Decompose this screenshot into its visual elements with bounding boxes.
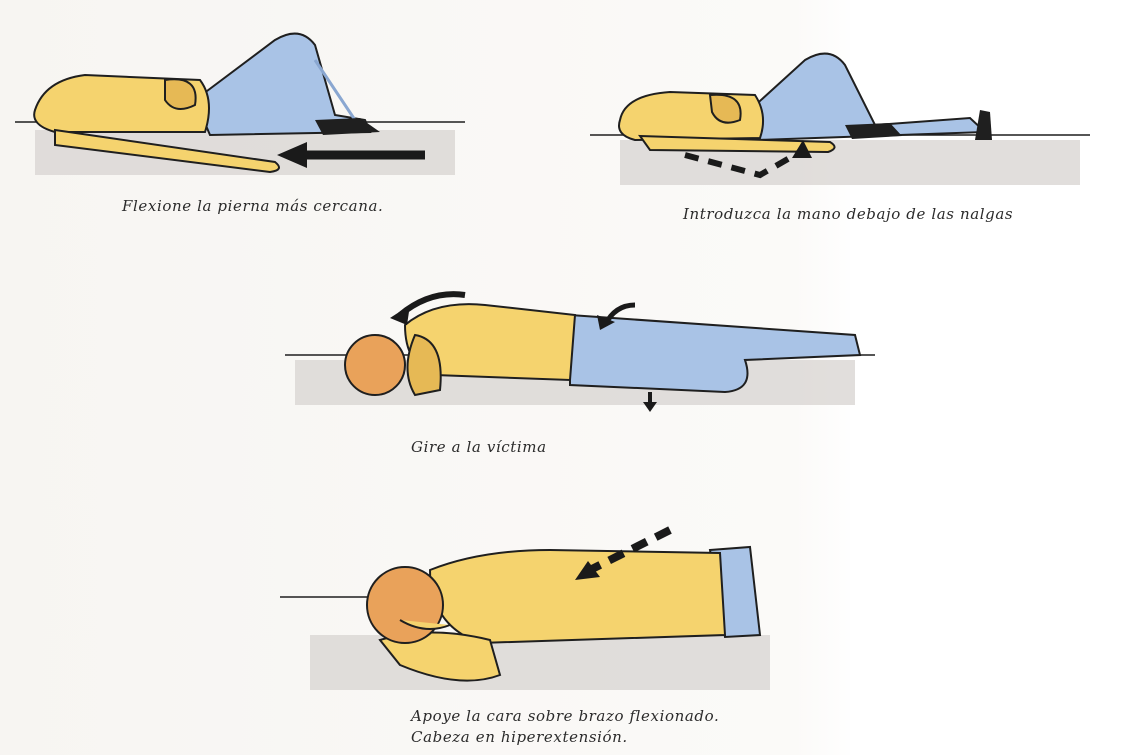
shoe-far bbox=[975, 110, 992, 140]
caption-step-4-line2: Cabeza en hiperextensión. bbox=[411, 728, 628, 746]
shoe bbox=[315, 118, 380, 135]
illustration-step-3 bbox=[285, 280, 885, 420]
caption-step-1: Flexione la pierna más cercana. bbox=[122, 197, 383, 215]
ground-shadow bbox=[310, 635, 770, 690]
caption-step-2: Introduzca la mano debajo de las nalgas bbox=[683, 205, 1013, 223]
illustration-step-2 bbox=[590, 40, 1090, 200]
arrow-head bbox=[390, 305, 410, 325]
head-hair bbox=[367, 567, 443, 643]
caption-step-3: Gire a la víctima bbox=[411, 438, 547, 456]
arm bbox=[165, 79, 196, 109]
illustration-step-4 bbox=[280, 525, 800, 700]
illustration-step-1 bbox=[15, 20, 465, 190]
arrow-head bbox=[643, 402, 657, 412]
caption-step-4-line1: Apoye la cara sobre brazo flexionado. bbox=[411, 707, 719, 725]
head-hair bbox=[345, 335, 405, 395]
torso bbox=[430, 550, 725, 643]
